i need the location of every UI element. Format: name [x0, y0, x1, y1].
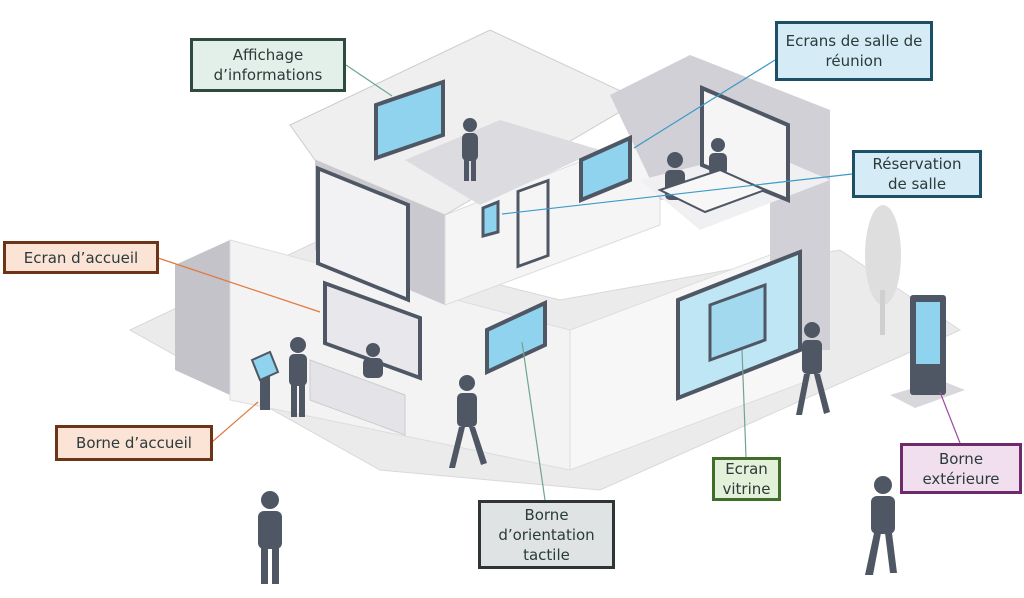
meeting-screen [579, 134, 632, 203]
upper-window [316, 165, 410, 303]
info-display-screen [374, 79, 445, 161]
person-icon [796, 322, 830, 415]
showcase-inner-screen [708, 282, 767, 363]
person-icon [258, 491, 282, 584]
label-reservation-salle: Réservation de salle [852, 150, 982, 198]
booking-tablet [481, 199, 500, 238]
person-icon [289, 337, 307, 417]
label-ecrans-salle-reunion: Ecrans de salle de réunion [775, 21, 933, 81]
label-affichage-informations: Affichage d’informations [190, 38, 346, 92]
door [516, 178, 550, 269]
label-ecran-accueil: Ecran d’accueil [3, 241, 159, 274]
orientation-screen [485, 299, 547, 376]
label-borne-orientation-tactile: Borne d’orientation tactile [478, 500, 615, 569]
tree-trunk [880, 290, 885, 335]
people [258, 118, 897, 584]
label-ecran-vitrine: Ecran vitrine [712, 457, 781, 501]
label-borne-exterieure: Borne extérieure [900, 443, 1022, 494]
person-icon [865, 476, 897, 575]
person-icon [363, 343, 383, 378]
reception-desk [309, 359, 406, 436]
meeting-table [657, 168, 768, 214]
label-borne-accueil: Borne d’accueil [55, 425, 213, 461]
left-wall [175, 240, 230, 395]
person-icon [449, 375, 487, 468]
tree [865, 205, 901, 305]
leader-lines [157, 59, 961, 501]
outdoor-kiosk-screen [916, 302, 940, 364]
person-icon [462, 118, 478, 181]
person-icon [709, 138, 727, 175]
reception-kiosk [260, 370, 270, 410]
reception-kiosk-screen [250, 350, 280, 382]
upper-room-floor [405, 120, 600, 205]
